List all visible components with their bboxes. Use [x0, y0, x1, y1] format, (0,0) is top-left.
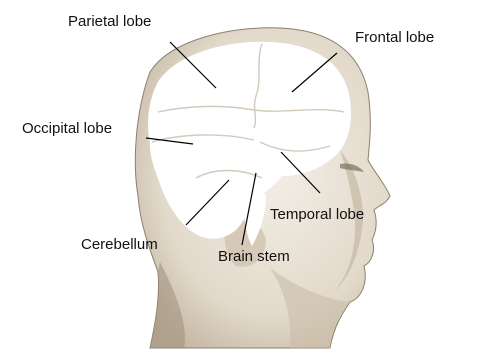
label-frontal-lobe: Frontal lobe: [355, 30, 434, 45]
label-cerebellum: Cerebellum: [81, 237, 158, 252]
label-occipital-lobe: Occipital lobe: [22, 121, 112, 136]
label-temporal-lobe: Temporal lobe: [270, 207, 364, 222]
label-parietal-lobe: Parietal lobe: [68, 14, 151, 29]
label-brain-stem: Brain stem: [218, 249, 290, 264]
